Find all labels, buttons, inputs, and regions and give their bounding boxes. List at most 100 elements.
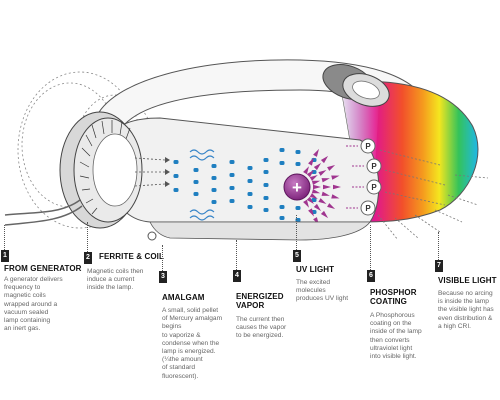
step-title: FROM GENERATOR bbox=[4, 264, 82, 273]
uv-emission-arrows bbox=[303, 148, 341, 226]
energized-vapor-particles bbox=[173, 148, 317, 222]
vapor-particle bbox=[193, 168, 199, 172]
step-description: A generator delivers frequency to magnet… bbox=[4, 276, 63, 333]
ion-symbol: + bbox=[292, 178, 302, 197]
uv-arrow bbox=[306, 170, 314, 178]
excited-ion: + bbox=[283, 173, 311, 201]
vapor-particle bbox=[311, 198, 317, 202]
vapor-particle bbox=[263, 158, 269, 162]
step-description: A Phosphorous coating on the inside of t… bbox=[370, 312, 422, 361]
vapor-particle bbox=[229, 173, 235, 177]
step-badge: 6 bbox=[367, 270, 375, 282]
uv-arrow bbox=[303, 166, 309, 175]
step-badge: 2 bbox=[84, 252, 92, 264]
uv-arrow bbox=[313, 148, 319, 157]
visible-light-arrows bbox=[377, 149, 489, 241]
vapor-particle bbox=[229, 160, 235, 164]
vapor-particle bbox=[295, 150, 301, 154]
uv-arrow bbox=[321, 191, 330, 196]
vapor-particle bbox=[263, 196, 269, 200]
vapor-particle bbox=[279, 148, 285, 152]
vapor-particle bbox=[263, 208, 269, 212]
step-title: FERRITE & COIL bbox=[99, 252, 164, 261]
phosphor-marker bbox=[360, 200, 376, 216]
step-badge: 7 bbox=[435, 260, 443, 272]
right-coil-cap bbox=[322, 64, 390, 107]
step-badge: 4 bbox=[233, 270, 241, 282]
uv-arrow bbox=[306, 196, 314, 204]
vapor-particle bbox=[295, 162, 301, 166]
phosphor-symbol: P bbox=[365, 204, 371, 213]
phosphor-coating-markers: P P P P bbox=[346, 138, 382, 216]
amalgam-tip bbox=[147, 231, 157, 241]
vapor-particle bbox=[229, 199, 235, 203]
step-description: Magnetic coils then induce a current ins… bbox=[87, 268, 144, 292]
phosphor-symbol: P bbox=[365, 142, 371, 151]
coil-windings bbox=[79, 120, 131, 215]
step-title: AMALGAM bbox=[162, 293, 205, 302]
lamp-underside bbox=[149, 221, 371, 241]
step-title: UV LIGHT bbox=[296, 265, 335, 274]
phosphor-symbol: P bbox=[371, 162, 377, 171]
step-description: The current then causes the vapor to be … bbox=[236, 316, 287, 340]
vapor-particle bbox=[247, 166, 253, 170]
vapor-particle bbox=[211, 164, 217, 168]
uv-arrow bbox=[327, 203, 336, 209]
vapor-particle bbox=[247, 179, 253, 183]
vapor-particle bbox=[173, 188, 179, 192]
vapor-particle bbox=[193, 192, 199, 196]
vapor-particle bbox=[211, 188, 217, 192]
uv-arrow bbox=[313, 184, 321, 190]
uv-arrow bbox=[308, 208, 314, 217]
amalgam-vapor bbox=[189, 149, 215, 221]
phosphor-marker bbox=[360, 138, 376, 154]
step-description: Because no arcing is inside the lamp the… bbox=[438, 290, 494, 330]
uv-arrow bbox=[309, 175, 318, 181]
uv-arrow bbox=[308, 157, 314, 166]
uv-arrow bbox=[311, 180, 321, 185]
ferrite-coil bbox=[59, 111, 143, 229]
uv-arrow bbox=[318, 170, 327, 176]
vapor-particle bbox=[263, 183, 269, 187]
uv-arrow bbox=[321, 178, 330, 183]
uv-arrow bbox=[327, 165, 336, 171]
lamp-tube-front bbox=[104, 117, 380, 223]
phosphor-symbol: P bbox=[371, 183, 377, 192]
step-badge: 3 bbox=[159, 271, 167, 283]
uv-arrow bbox=[313, 162, 322, 171]
uv-arrow bbox=[309, 193, 318, 199]
vapor-particle bbox=[295, 206, 301, 210]
vapor-particle bbox=[173, 160, 179, 164]
uv-arrow bbox=[313, 203, 322, 212]
step-title: PHOSPHOR COATING bbox=[370, 288, 417, 306]
phosphor-marker bbox=[366, 158, 382, 174]
step-badge: 5 bbox=[293, 250, 301, 262]
vapor-particle bbox=[279, 216, 285, 220]
vapor-particle bbox=[211, 200, 217, 204]
vapor-particle bbox=[279, 205, 285, 209]
vapor-particle bbox=[211, 176, 217, 180]
step-description: A small, solid pellet of Mercury amalgam… bbox=[162, 307, 223, 380]
uv-arrow bbox=[303, 199, 309, 208]
vapor-particle bbox=[193, 180, 199, 184]
uv-arrow bbox=[320, 155, 329, 164]
step-description: The excited molecules produces UV light bbox=[296, 279, 349, 303]
vapor-particle bbox=[229, 186, 235, 190]
generator-cable bbox=[4, 199, 81, 216]
vapor-particle bbox=[173, 174, 179, 178]
vapor-particle bbox=[279, 161, 285, 165]
step-badge: 1 bbox=[1, 250, 9, 262]
uv-arrow bbox=[331, 194, 340, 199]
step-title: ENERGIZED VAPOR bbox=[236, 292, 284, 310]
uv-arrow bbox=[331, 175, 340, 180]
uv-arrow bbox=[318, 198, 327, 204]
phosphor-marker bbox=[366, 179, 382, 195]
vapor-particle bbox=[247, 192, 253, 196]
step-title: VISIBLE LIGHT bbox=[438, 276, 497, 285]
vapor-particle bbox=[247, 205, 253, 209]
uv-arrow bbox=[320, 210, 329, 219]
field-arrows bbox=[134, 157, 166, 187]
uv-arrow bbox=[333, 184, 341, 190]
